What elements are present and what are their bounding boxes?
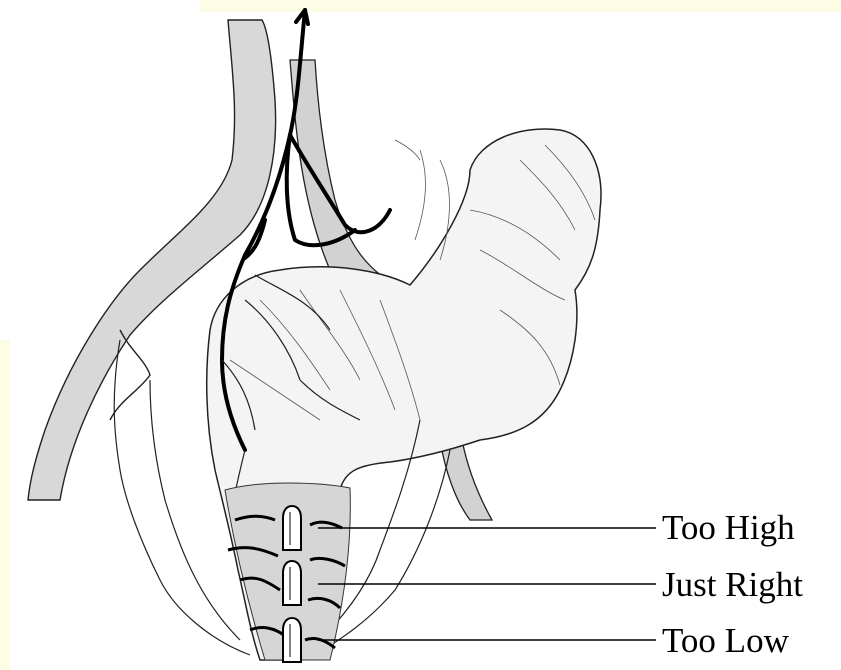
label-too-high: Too High	[662, 508, 837, 548]
electrode-just-right	[283, 561, 301, 605]
top-tint-band	[200, 0, 841, 12]
electrode-too-high	[283, 506, 301, 550]
leader-lines	[318, 528, 656, 640]
label-just-right: Just Right	[662, 565, 837, 605]
label-too-low: Too Low	[662, 621, 837, 661]
left-tint-band	[0, 340, 10, 670]
electrode-too-low	[283, 618, 301, 662]
